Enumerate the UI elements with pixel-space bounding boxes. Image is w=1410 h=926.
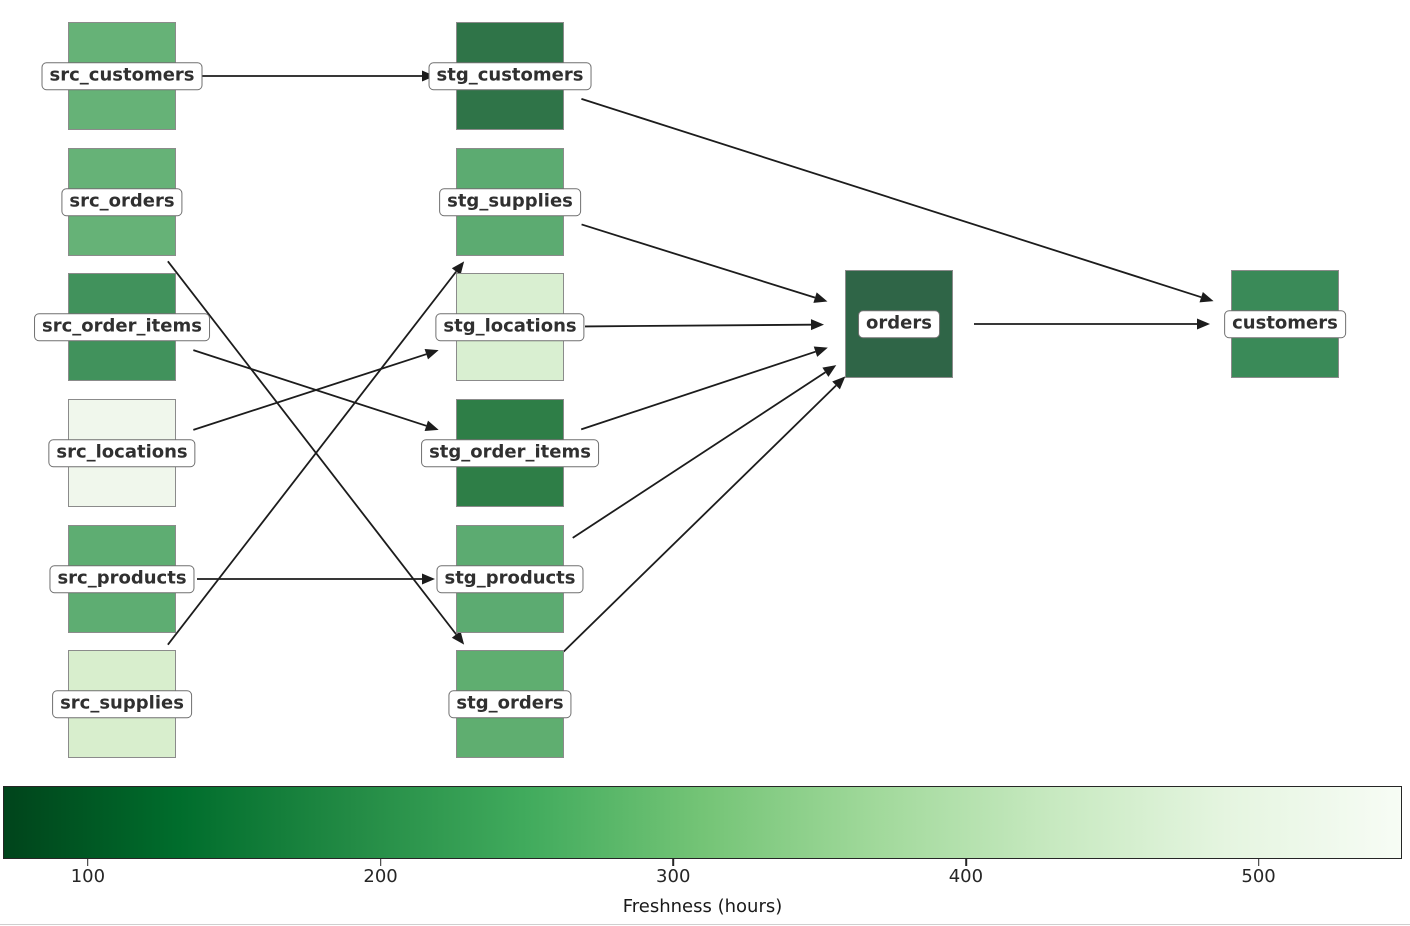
edge-src_orders-to-stg_orders [167,260,465,645]
colorbar-axis-label: Freshness (hours) [622,896,783,917]
node-label-stg_order_items: stg_order_items [421,439,599,467]
node-label-stg_supplies: stg_supplies [439,188,581,216]
colorbar-tick-label-200: 200 [363,866,398,887]
edge-src_products-to-stg_products [197,573,435,585]
arrowhead [1199,291,1214,303]
node-label-src_customers: src_customers [41,62,203,90]
colorbar-tick-300 [672,859,675,866]
colorbar-tick-label-500: 500 [1241,866,1276,887]
bottom-rule [0,924,1410,925]
arrowhead [451,631,465,645]
node-label-src_products: src_products [49,565,195,593]
arrowhead [451,261,465,275]
node-label-src_order_items: src_order_items [34,313,210,341]
colorbar-gradient [3,786,1402,859]
edge-orders-to-customers [974,318,1210,330]
edge-src_supplies-to-stg_supplies [167,261,465,646]
node-label-stg_locations: stg_locations [435,313,585,341]
node-label-stg_products: stg_products [436,565,584,593]
colorbar-tick-label-100: 100 [70,866,106,887]
edge-stg_order_items-to-orders [580,346,828,431]
arrowhead [810,319,825,331]
node-label-customers: customers [1224,310,1346,338]
arrowhead [822,365,837,377]
edge-stg_orders-to-orders [563,376,846,653]
arrowhead [424,348,439,360]
arrowhead [422,573,435,585]
edge-stg_supplies-to-orders [581,223,828,303]
colorbar-tick-label-400: 400 [948,866,984,887]
edge-src_customers-to-stg_customers [197,70,435,82]
node-label-src_supplies: src_supplies [52,690,192,718]
node-label-src_orders: src_orders [61,188,183,216]
colorbar-tick-200 [379,859,382,866]
arrowhead [424,420,439,432]
arrowhead [813,346,828,357]
colorbar-tick-500 [1257,859,1260,866]
colorbar-tick-100 [87,859,89,866]
edge-src_order_items-to-stg_order_items [193,349,439,432]
arrowhead [813,292,828,303]
colorbar-tick-400 [965,859,967,866]
edge-stg_customers-to-customers [581,98,1214,303]
node-label-orders: orders [858,310,940,338]
edge-src_locations-to-stg_locations [193,348,439,431]
node-label-stg_customers: stg_customers [428,62,592,90]
edge-stg_locations-to-orders [584,319,825,331]
colorbar-tick-label-300: 300 [656,866,691,887]
edge-stg_products-to-orders [572,365,837,539]
arrowhead [1197,318,1210,330]
arrowhead [832,376,846,390]
arrowhead [422,70,435,82]
node-label-stg_orders: stg_orders [448,690,572,718]
node-label-src_locations: src_locations [48,439,196,467]
